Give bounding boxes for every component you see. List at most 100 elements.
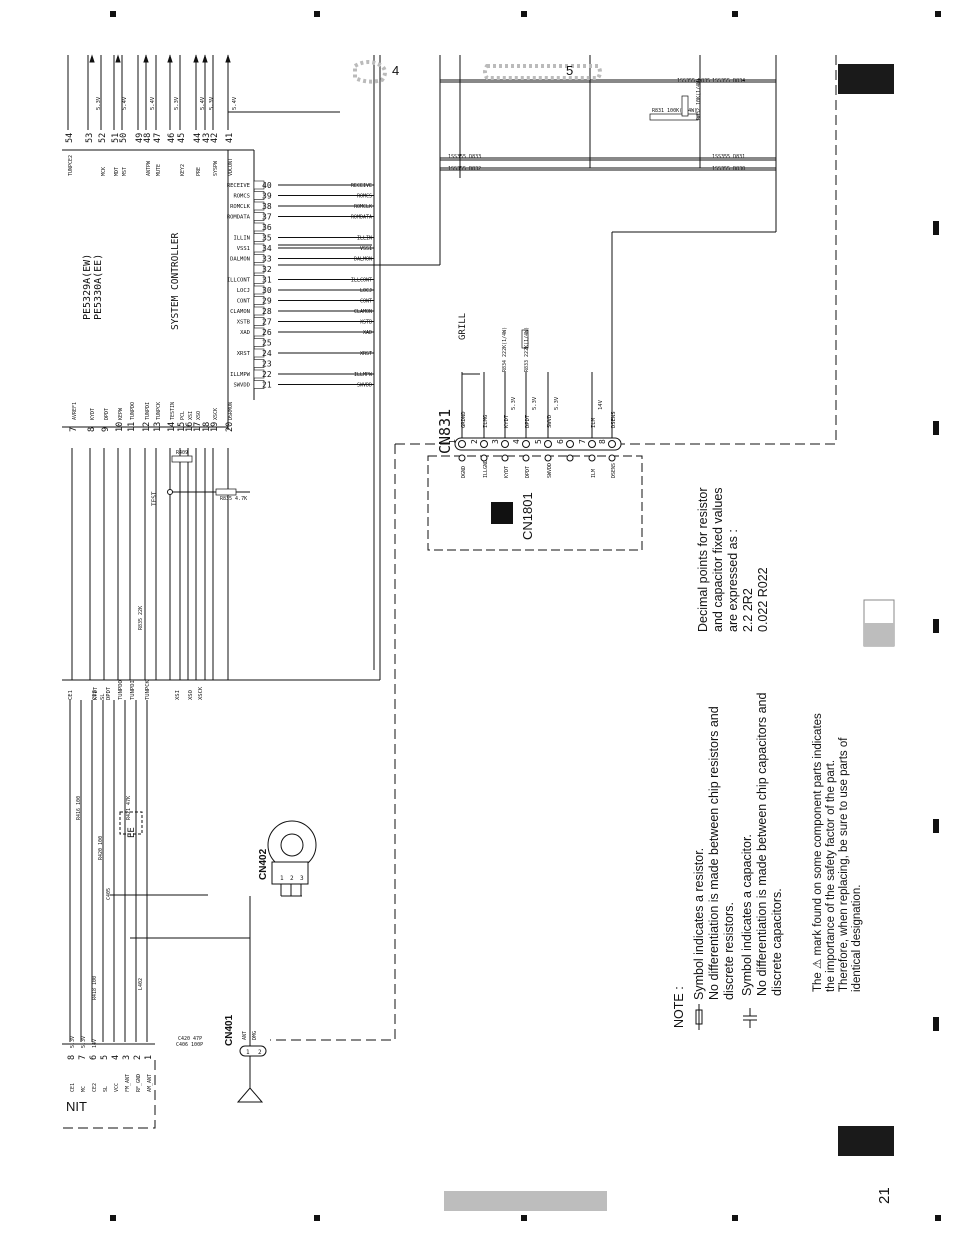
side-signal-label: SL bbox=[100, 693, 106, 700]
sheet-marker-5-outline bbox=[483, 64, 602, 80]
ic-right-pin-number: 31 bbox=[262, 276, 272, 285]
left-connector-pin-number: 4 bbox=[111, 1055, 121, 1060]
cn401-label: CN401 bbox=[224, 1014, 235, 1046]
ic-bottom-pin-label: KYDT bbox=[90, 408, 96, 420]
cn831-signal-label: ILMG bbox=[483, 415, 489, 428]
ic-top-pin-number: 41 bbox=[225, 133, 235, 143]
ic-right-pin-label: XAD bbox=[240, 330, 250, 336]
ic-bottom-pin-number: 15 bbox=[177, 422, 187, 432]
ic-right-pin-label: ROMCS bbox=[233, 194, 250, 200]
side-signal-label: XSCK bbox=[198, 686, 204, 700]
registration-mark bbox=[935, 11, 941, 17]
ic-right-net-label: CLAMON bbox=[354, 309, 372, 315]
note-line: 0.022 R022 bbox=[756, 567, 770, 632]
ic-part-line: PE5330A(EE) bbox=[93, 253, 104, 320]
ic-right-pin-number: 30 bbox=[262, 286, 272, 295]
side-signal-label: KYDT bbox=[93, 686, 99, 700]
power-label: 5.4V bbox=[200, 96, 206, 110]
note-line: discrete capacitors. bbox=[770, 888, 784, 996]
ic-right-pin-number: 28 bbox=[262, 307, 272, 316]
note-line: discrete resistors. bbox=[722, 902, 736, 1000]
ic-bottom-pin-number: 13 bbox=[153, 422, 163, 432]
left-connector-pin-number: 3 bbox=[122, 1055, 132, 1060]
component-label: R833 222K(1/4W) bbox=[524, 327, 530, 372]
note-line: Symbol indicates a capacitor. bbox=[740, 834, 754, 996]
ic-right-pin-label: XSTB bbox=[237, 320, 251, 326]
ic-bottom-pin-label: AVREF1 bbox=[72, 402, 78, 420]
registration-mark bbox=[933, 819, 939, 833]
ic-right-pin-label: ILLCONT bbox=[227, 278, 251, 284]
ic-bottom-pin-number: 10 bbox=[115, 422, 125, 432]
ic-top-pin-number: 47 bbox=[153, 133, 163, 143]
ic-right-pin-number: 36 bbox=[262, 223, 272, 232]
ic-right-pin-number: 23 bbox=[262, 360, 272, 369]
test-label: TEST bbox=[151, 491, 158, 506]
cn831-label: CN831 bbox=[436, 408, 454, 454]
ic-bottom-pin-number: 11 bbox=[127, 422, 137, 432]
cn1801-pin bbox=[501, 454, 509, 462]
note-line: 2.2 2R2 bbox=[741, 588, 755, 632]
cn1801-pin bbox=[480, 454, 488, 462]
cn1801-signal-label: SWVDD bbox=[547, 463, 553, 478]
dashed-boundary bbox=[615, 55, 837, 445]
registration-mark bbox=[521, 11, 527, 17]
ic-right-pin-number: 40 bbox=[262, 181, 272, 190]
wire-arrow bbox=[202, 54, 208, 63]
ic-right-pin-box bbox=[253, 338, 265, 347]
cn402-body bbox=[271, 861, 309, 885]
ic-right-net-label: RECEIVE bbox=[351, 183, 372, 189]
ic-right-net-label: ROMCS bbox=[357, 194, 372, 200]
left-connector-pin-number: 2 bbox=[133, 1055, 143, 1060]
registration-mark bbox=[110, 11, 116, 17]
ic-top-pin-label: MUTE bbox=[156, 164, 162, 176]
ic-right-pin-box bbox=[253, 191, 265, 200]
resistor-r835 bbox=[215, 488, 237, 496]
side-signal-label: CE2 bbox=[92, 690, 98, 700]
left-connector-label: RF_GND bbox=[136, 1074, 142, 1092]
cn831-signal-label: KYDT bbox=[504, 414, 510, 428]
cn831-voltage-label: 5.3V bbox=[511, 396, 517, 410]
ic-right-net-label: ILLCONT bbox=[351, 278, 372, 284]
ic-right-pin-number: 26 bbox=[262, 328, 272, 337]
ic-right-pin-number: 39 bbox=[262, 192, 272, 201]
ic-top-pin-number: 49 bbox=[135, 133, 145, 143]
unit-label: NIT bbox=[66, 1099, 87, 1114]
footer-bar bbox=[444, 1191, 607, 1211]
left-connector-pin-number: 8 bbox=[67, 1055, 77, 1060]
ic-right-pin-label: CLAMON bbox=[230, 309, 250, 315]
note-line: identical designation. bbox=[851, 884, 863, 992]
ic-right-pin-number: 21 bbox=[262, 381, 272, 390]
ic-right-pin-box bbox=[253, 369, 265, 379]
side-tabs bbox=[444, 64, 895, 1211]
ic-bottom-pin-number: 8 bbox=[87, 427, 97, 432]
ic-right-pin-box bbox=[253, 380, 265, 389]
side-signal-label: XSO bbox=[188, 690, 194, 700]
note-decimal: Decimal points for resistor and capacito… bbox=[696, 487, 771, 632]
cn831-pin-number: 2 bbox=[470, 439, 479, 444]
ic-bottom-pin-label: DPDT bbox=[104, 408, 110, 420]
note-line: are expressed as : bbox=[726, 529, 740, 632]
ic-bottom-pin-label: TUNPDI bbox=[145, 402, 151, 420]
side-tab bbox=[838, 64, 894, 94]
ic-bottom-pin-label: TUNPDO bbox=[130, 402, 136, 420]
cn831-signal-label: SWVD bbox=[547, 415, 553, 428]
ic-right-pin-label: LOCJ bbox=[237, 288, 250, 294]
left-connector-voltage: 5.3V bbox=[70, 1036, 76, 1048]
registration-mark bbox=[933, 421, 939, 435]
wire-arrow bbox=[167, 54, 173, 63]
ic-right-net-label: ROMDATA bbox=[351, 215, 372, 221]
ic-right-pin-number: 33 bbox=[262, 255, 272, 264]
wiring bbox=[62, 54, 837, 1129]
cn1801-signal-label: DPDT bbox=[525, 466, 531, 478]
ic-top-pin-number: 46 bbox=[167, 133, 177, 143]
ic-right-pin-label: VSS1 bbox=[237, 246, 250, 252]
ic-right-pin-box bbox=[253, 359, 265, 368]
component-label: L402 bbox=[138, 978, 144, 990]
note-heading: NOTE : bbox=[672, 986, 686, 1028]
left-connector-label: CE1 bbox=[70, 1083, 76, 1092]
registration-mark bbox=[314, 1215, 320, 1221]
ic-bottom-pin-number: 9 bbox=[101, 427, 111, 432]
wire-arrow bbox=[193, 54, 199, 63]
